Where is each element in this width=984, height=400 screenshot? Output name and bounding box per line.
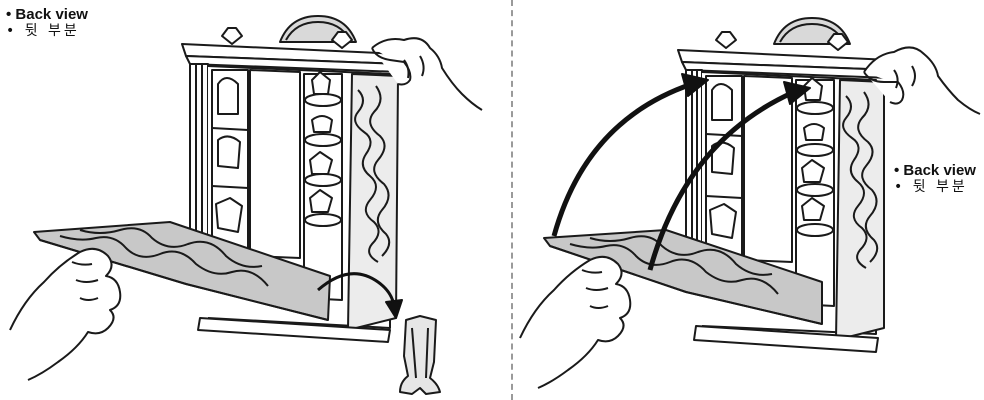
- cabinet-base: [693, 325, 879, 353]
- gem-right: [331, 31, 353, 49]
- label-ko: • 뒷 부분: [894, 179, 968, 195]
- back-view-label-right: • Back view • 뒷 부분: [894, 162, 976, 196]
- arrow-insert-right: [647, 89, 796, 271]
- cabinet-base: [197, 317, 391, 343]
- cabinet-inserting-back-panel-illustration: [519, 17, 981, 389]
- cabinet-right-ornate-panel: [835, 79, 885, 341]
- gem-left: [715, 31, 737, 49]
- hand-left: [9, 247, 122, 381]
- arrow-insert-left: [551, 81, 693, 237]
- back-view-label-left: • Back view • 뒷 부분: [6, 6, 88, 40]
- gem-left: [221, 27, 243, 45]
- gem-right: [827, 33, 849, 51]
- label-en: • Back view: [6, 6, 88, 23]
- doll-figure: [399, 315, 441, 395]
- hand-left: [519, 255, 632, 389]
- dashed-divider: [511, 0, 513, 400]
- cabinet-removing-back-panel-illustration: [9, 15, 483, 395]
- hand-right: [863, 46, 981, 115]
- label-en: • Back view: [894, 162, 976, 179]
- illustration-right-panel: [516, 0, 984, 400]
- arrow-to-doll: [317, 272, 396, 307]
- illustration-left-panel: • Back view • 뒷 부분: [6, 6, 483, 395]
- label-ko: • 뒷 부분: [6, 23, 80, 39]
